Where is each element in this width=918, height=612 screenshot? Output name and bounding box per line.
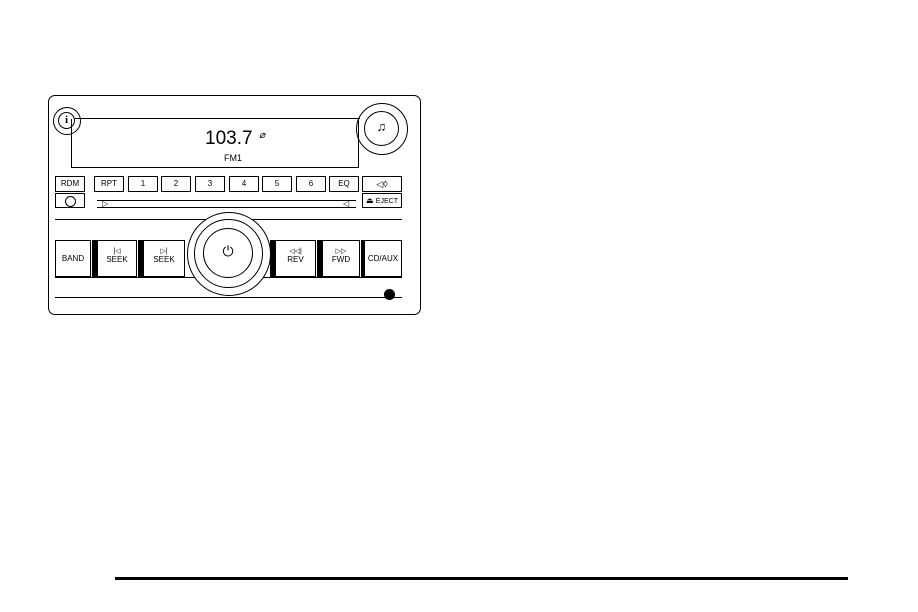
rds-icon: ⌀ <box>259 130 265 141</box>
eq-label: EQ <box>338 179 350 188</box>
preset-3-button[interactable]: 3 <box>195 176 225 192</box>
seek-forward-button[interactable]: ▷| SEEK <box>138 240 185 277</box>
band-label: BAND <box>62 254 84 263</box>
tune-knob[interactable]: ♫ <box>356 103 408 155</box>
fwd-icon: ▷▷ <box>323 247 359 255</box>
preset-6-label: 6 <box>309 179 313 188</box>
rev-label: REV <box>276 255 315 264</box>
slot-left-marker-icon: ▷ <box>102 199 108 208</box>
rpt-button[interactable]: RPT <box>94 176 124 192</box>
aux-input-jack[interactable] <box>384 289 395 300</box>
music-note-icon: ♫ <box>365 119 398 134</box>
rpt-label: RPT <box>101 179 117 188</box>
display-frequency: 103.7 <box>205 129 253 149</box>
eject-icon: ⏏ <box>366 196 374 205</box>
seek-forward-icon: ▷| <box>144 247 184 255</box>
slot-right-marker-icon: ◁ <box>343 199 349 208</box>
rev-icon: ◁◁| <box>276 247 315 255</box>
eq-button[interactable]: EQ <box>329 176 359 192</box>
preset-4-button[interactable]: 4 <box>229 176 259 192</box>
info-knob[interactable]: i <box>53 107 81 135</box>
rdm-button[interactable]: RDM <box>55 176 85 192</box>
fwd-label: FWD <box>323 255 359 264</box>
seek-back-button[interactable]: |◁ SEEK <box>92 240 137 277</box>
panel-divider-3 <box>55 297 402 298</box>
cd-slot <box>97 200 356 208</box>
preset-2-button[interactable]: 2 <box>161 176 191 192</box>
knob-center: ⏻ <box>203 228 253 278</box>
speaker-icon: ◁◊ <box>376 179 387 189</box>
power-volume-knob[interactable]: ⏻ <box>187 212 271 296</box>
eject-button[interactable]: ⏏ EJECT <box>362 193 402 208</box>
preset-1-label: 1 <box>141 179 145 188</box>
cd-aux-button[interactable]: CD/AUX <box>361 240 402 277</box>
power-icon: ⏻ <box>204 243 252 260</box>
preset-2-label: 2 <box>174 179 178 188</box>
preset-5-label: 5 <box>275 179 279 188</box>
seek-back-icon: |◁ <box>98 247 136 255</box>
preset-5-button[interactable]: 5 <box>262 176 292 192</box>
info-icon: i <box>58 112 75 129</box>
preset-3-label: 3 <box>208 179 212 188</box>
eject-label: EJECT <box>376 198 398 205</box>
band-button[interactable]: BAND <box>55 240 91 277</box>
preset-6-button[interactable]: 6 <box>296 176 326 192</box>
tune-knob-inner: ♫ <box>364 111 399 146</box>
volume-button[interactable]: ◁◊ <box>362 176 402 192</box>
cd-aux-label: CD/AUX <box>368 254 398 263</box>
page-footer-rule <box>115 577 848 580</box>
fwd-button[interactable]: ▷▷ FWD <box>317 240 360 277</box>
rev-button[interactable]: ◁◁| REV <box>270 240 316 277</box>
seek-forward-label: SEEK <box>144 255 184 264</box>
preset-1-button[interactable]: 1 <box>128 176 158 192</box>
seek-back-label: SEEK <box>98 255 136 264</box>
clock-icon <box>65 196 76 207</box>
clock-button[interactable] <box>55 193 85 208</box>
display-band: FM1 <box>224 153 242 163</box>
preset-4-label: 4 <box>242 179 246 188</box>
rdm-label: RDM <box>61 179 79 188</box>
knob-ring: ⏻ <box>194 219 263 288</box>
